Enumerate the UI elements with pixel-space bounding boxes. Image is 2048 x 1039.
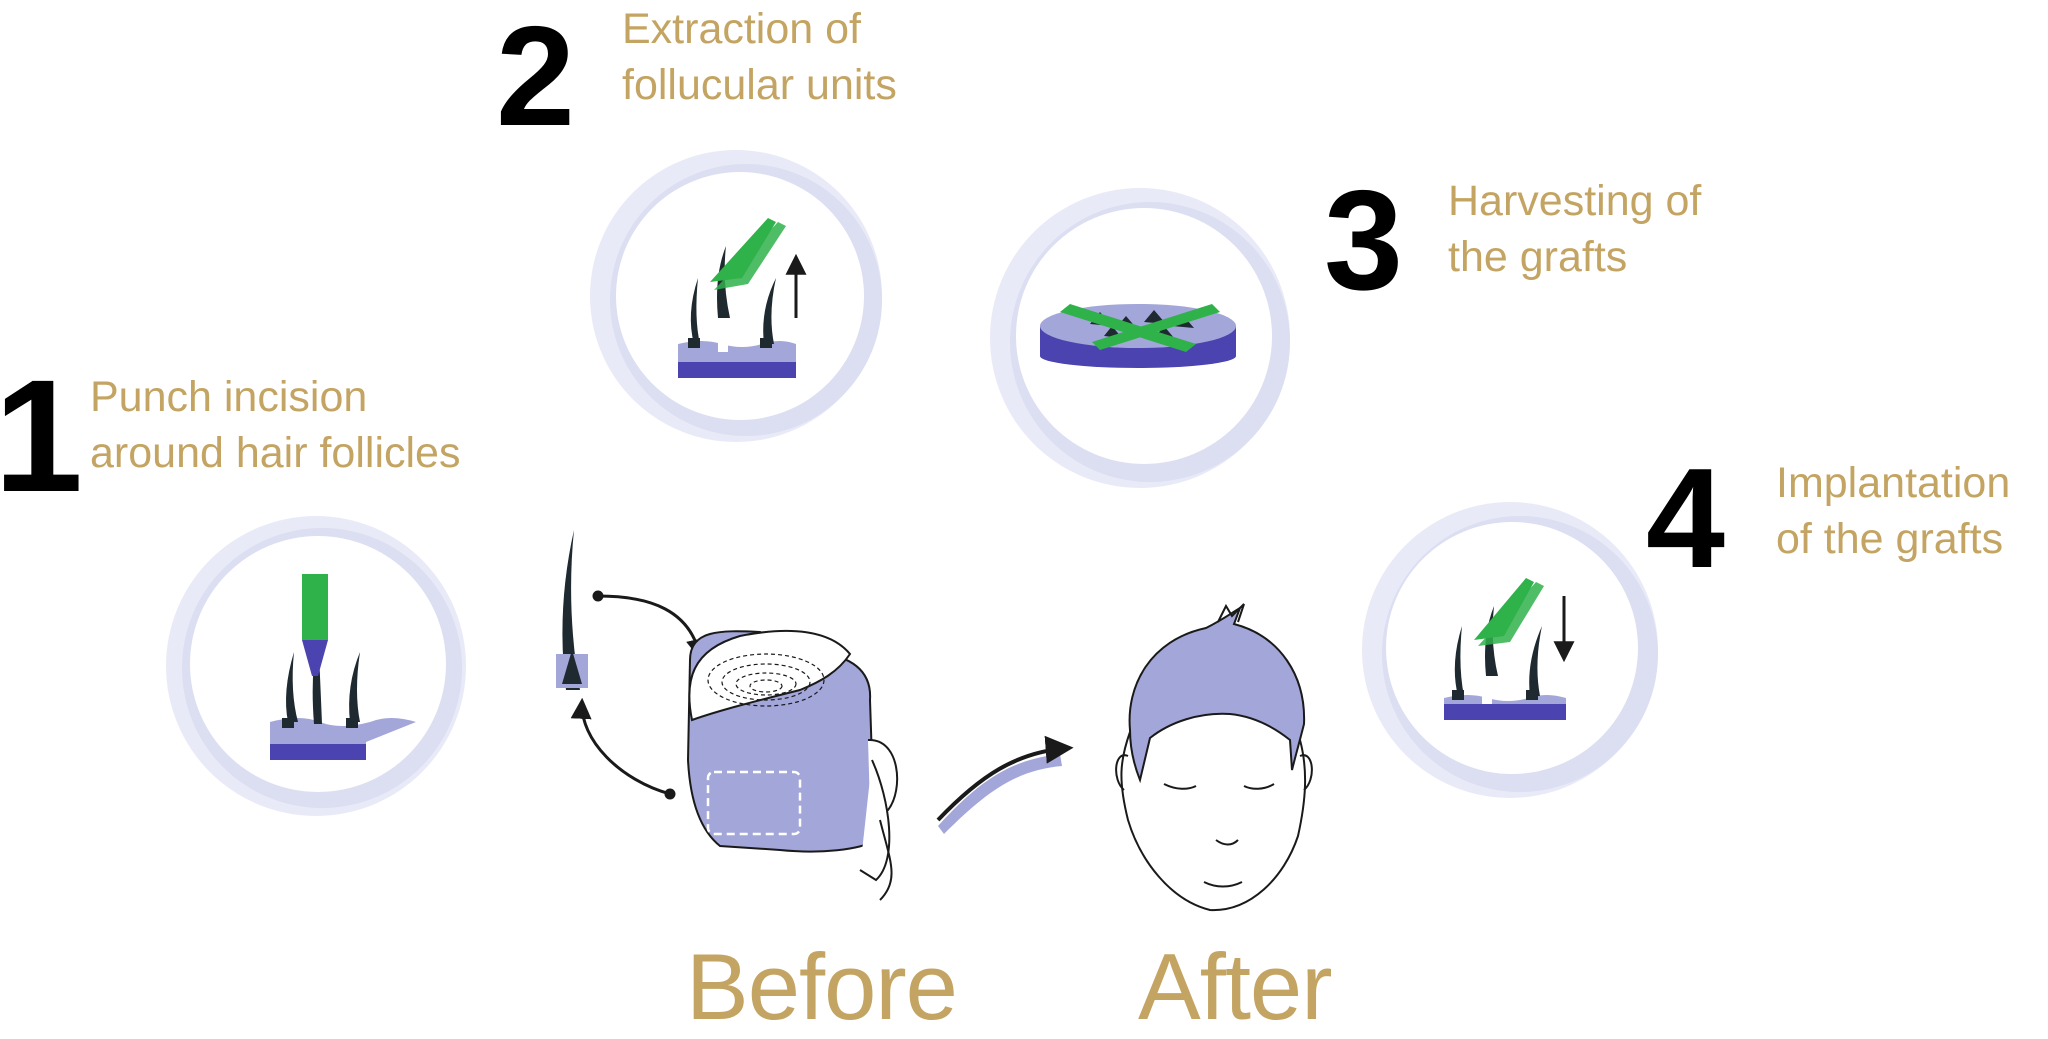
- before-head-icon: [686, 629, 899, 901]
- step-4-title-line-2: of the grafts: [1776, 514, 2004, 563]
- step-1-title: Punch incision around hair follicles: [90, 370, 460, 482]
- step-1-number: 1: [0, 346, 83, 525]
- step-3-illustration: [990, 188, 1290, 488]
- step-3-number: 3: [1324, 161, 1403, 320]
- tweezers-icon: [1060, 304, 1220, 352]
- after-label: After: [1138, 934, 1333, 1039]
- curved-arrow-icon: [570, 590, 707, 800]
- step-1-title-line-2: around hair follicles: [90, 428, 461, 477]
- step-3-title: Harvesting of the grafts: [1448, 174, 1701, 286]
- step-2-ring: [590, 150, 882, 442]
- punch-tool-icon: [302, 574, 328, 676]
- step-3-title-line-2: the grafts: [1448, 232, 1628, 281]
- step-2-title-line-1: Extraction of: [622, 5, 861, 53]
- step-1-illustration: [166, 516, 466, 816]
- tweezers-icon: [710, 218, 786, 290]
- step-2-illustration: [590, 150, 882, 442]
- step-4-illustration: [1362, 502, 1658, 798]
- step-4-number: 4: [1646, 439, 1725, 598]
- before-to-after-arrow: [936, 735, 1074, 834]
- step-1-title-line-1: Punch incision: [90, 373, 368, 421]
- single-hair-icon: [556, 530, 588, 690]
- step-3-title-line-1: Harvesting of: [1448, 177, 1702, 225]
- step-4-title-line-1: Implantation: [1776, 459, 2011, 507]
- after-head-icon: [1115, 603, 1313, 912]
- step-2-title: Extraction of follucular units: [622, 2, 897, 114]
- step-4-ring: [1362, 502, 1658, 798]
- tweezers-icon: [1474, 578, 1544, 646]
- skin-block-icon: [1444, 692, 1566, 720]
- step-4-title: Implantation of the grafts: [1776, 456, 2010, 568]
- skin-block-icon: [270, 718, 416, 760]
- step-2-number: 2: [496, 0, 575, 156]
- before-label: Before: [686, 934, 958, 1039]
- step-2-title-line-2: follucular units: [622, 60, 897, 109]
